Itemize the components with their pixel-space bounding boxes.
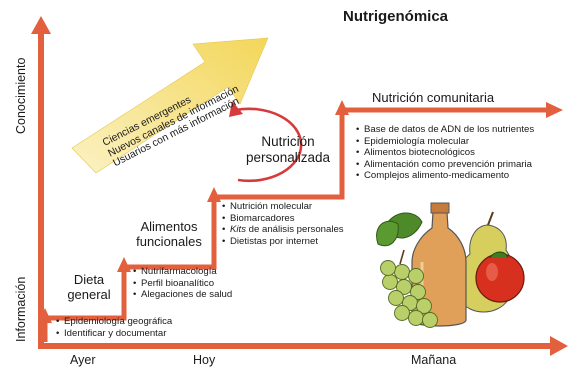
list-item: Alegaciones de salud [133, 289, 232, 301]
stage-label-nutricion-comunitaria: Nutrición comunitaria [372, 90, 495, 105]
list-item: Perfil bioanalítico [133, 278, 232, 290]
stage-list-dieta-general: Epidemiología geográfica Identificar y d… [56, 316, 172, 339]
list-item: Alimentos biotecnológicos [356, 147, 534, 159]
staircase-arrowheads [38, 100, 563, 323]
list-item: Alimentación como prevención primaria [356, 159, 534, 171]
stage-label-dieta-general: Dieta general [67, 272, 111, 302]
stage-label-alimentos-funcionales: Alimentos funcionales [136, 219, 202, 249]
stage-label-nutricion-personalizada: Nutrición personalizada [245, 134, 331, 165]
y-axis [31, 16, 51, 349]
list-item: Base de datos de ADN de los nutrientes [356, 124, 534, 136]
stage-list-nutricion-personalizada: Nutrición molecular Biomarcadores Kits d… [222, 201, 344, 247]
list-item: Nutrifarmacología [133, 266, 232, 278]
x-axis-label-hoy: Hoy [193, 353, 216, 367]
list-item: Kits de análisis personales [222, 224, 344, 236]
list-item: Epidemiología geográfica [56, 316, 172, 328]
slogan-arrow [71, 37, 269, 174]
list-item: Identificar y documentar [56, 328, 172, 340]
fruit-bottle-icon [376, 202, 525, 328]
page-title: Nutrigenómica [343, 8, 449, 25]
list-item: Complejos alimento-medicamento [356, 170, 534, 182]
list-item: Nutrición molecular [222, 201, 344, 213]
x-axis [38, 336, 568, 356]
circular-arrow-icon [229, 101, 303, 183]
list-item: Dietistas por internet [222, 236, 344, 248]
list-item: Epidemiología molecular [356, 136, 534, 148]
y-axis-label-bottom: Información [14, 276, 28, 342]
y-axis-label-top: Conocimiento [14, 57, 28, 134]
list-item: Biomarcadores [222, 213, 344, 225]
stage-list-alimentos-funcionales: Nutrifarmacología Perfil bioanalítico Al… [133, 266, 232, 301]
x-axis-label-ayer: Ayer [70, 353, 96, 367]
stage-list-nutricion-comunitaria: Base de datos de ADN de los nutrientes E… [356, 124, 534, 182]
x-axis-label-manana: Mañana [411, 353, 457, 367]
